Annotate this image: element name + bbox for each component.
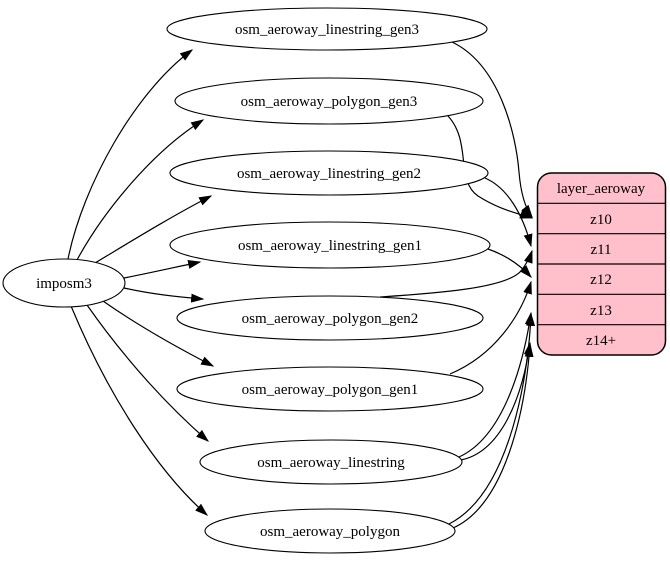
- imposm3-ellipse: [2, 258, 126, 308]
- table-label: osm_aeroway_polygon_gen2: [242, 311, 419, 327]
- table-label: osm_aeroway_linestring: [257, 455, 405, 471]
- layer-row-z10: z10: [590, 212, 612, 228]
- node-osm_aeroway_linestring_gen3: osm_aeroway_linestring_gen3: [166, 7, 488, 51]
- node-osm_aeroway_polygon_gen2: osm_aeroway_polygon_gen2: [176, 295, 484, 341]
- table-ellipse: [176, 295, 484, 341]
- edges-to-layer: [379, 41, 536, 529]
- edge-osm_aeroway_linestring-z14: [460, 341, 533, 461]
- table-label: osm_aeroway_polygon_gen3: [241, 94, 418, 110]
- edge-imposm3-osm_aeroway_polygon_gen1: [102, 300, 215, 367]
- layer-row-z12: z12: [590, 272, 612, 288]
- edge-osm_aeroway_polygon_gen1-z12: [449, 280, 532, 375]
- table-label: osm_aeroway_linestring_gen3: [235, 22, 419, 38]
- table-ellipse: [176, 366, 484, 412]
- table-label: osm_aeroway_polygon_gen1: [242, 382, 419, 398]
- edge-osm_aeroway_polygon-z13: [448, 312, 536, 525]
- node-osm_aeroway_linestring: osm_aeroway_linestring: [199, 439, 463, 485]
- edge-osm_aeroway_linestring_gen1-z12: [487, 248, 532, 278]
- layer-row-z11: z11: [590, 242, 611, 258]
- edge-osm_aeroway_polygon-z14: [452, 343, 534, 529]
- node-osm_aeroway_polygon_gen1: osm_aeroway_polygon_gen1: [176, 366, 484, 412]
- edge-imposm3-osm_aeroway_polygon_gen2: [123, 287, 205, 303]
- layer-row-z14: z14+: [586, 333, 616, 349]
- edge-imposm3-osm_aeroway_linestring_gen3: [67, 49, 194, 260]
- table-ellipse: [199, 439, 463, 485]
- table-ellipse: [169, 150, 489, 196]
- layer-row-z13: z13: [590, 303, 612, 319]
- node-imposm3: imposm3: [2, 258, 126, 308]
- table-label: osm_aeroway_linestring_gen2: [237, 166, 421, 182]
- edge-osm_aeroway_polygon_gen3-z10: [447, 115, 534, 219]
- table-ellipse: [169, 221, 491, 269]
- node-osm_aeroway_linestring_gen2: osm_aeroway_linestring_gen2: [169, 150, 489, 196]
- table-ellipse: [204, 508, 456, 554]
- table-ellipse: [174, 77, 484, 125]
- table-label: osm_aeroway_polygon: [260, 524, 400, 540]
- edge-imposm3-osm_aeroway_linestring_gen1: [123, 260, 202, 279]
- node-osm_aeroway_polygon_gen3: osm_aeroway_polygon_gen3: [174, 77, 484, 125]
- edge-osm_aeroway_linestring_gen2-z11: [484, 177, 533, 248]
- table-ellipse: [166, 7, 488, 51]
- imposm3-label: imposm3: [36, 276, 92, 292]
- edge-imposm3-osm_aeroway_linestring_gen2: [94, 195, 213, 264]
- edge-imposm3-osm_aeroway_polygon: [70, 305, 208, 516]
- node-osm_aeroway_polygon: osm_aeroway_polygon: [204, 508, 456, 554]
- edge-imposm3-osm_aeroway_linestring: [86, 304, 209, 442]
- node-layer_aeroway: layer_aeroway z10 z11 z12 z13 z14+: [536, 172, 667, 356]
- edges-from-imposm3: [67, 49, 215, 516]
- table-label: osm_aeroway_linestring_gen1: [238, 238, 422, 254]
- layer-title: layer_aeroway: [557, 181, 646, 197]
- node-osm_aeroway_linestring_gen1: osm_aeroway_linestring_gen1: [169, 221, 491, 269]
- edge-imposm3-osm_aeroway_polygon_gen3: [76, 119, 205, 261]
- edge-osm_aeroway_polygon_gen2-z11: [379, 249, 533, 298]
- edge-osm_aeroway_linestring_gen3-z10: [451, 41, 533, 219]
- edge-osm_aeroway_linestring-z13: [458, 311, 534, 458]
